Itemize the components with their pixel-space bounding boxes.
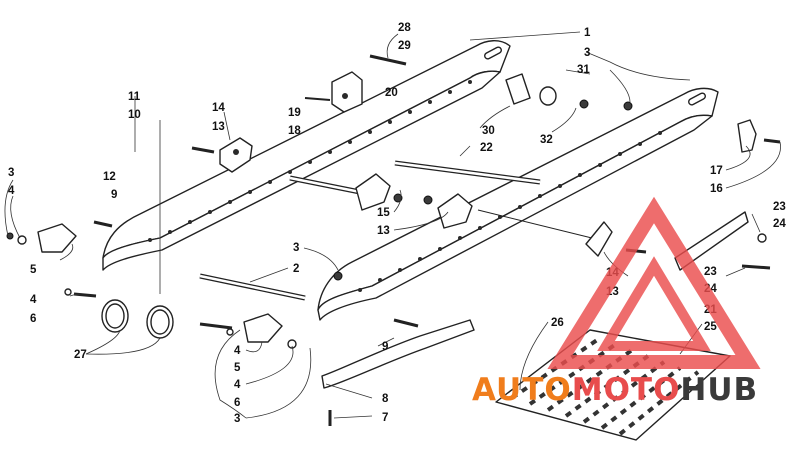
- callout-4d: 4: [234, 379, 241, 391]
- callout-7: 7: [382, 412, 388, 424]
- bracket-rear: [737, 119, 757, 153]
- slide-clip: [674, 211, 749, 271]
- callout-11: 11: [128, 91, 141, 103]
- callout-9: 9: [111, 189, 117, 201]
- callout-4: 4: [8, 185, 15, 197]
- callout-26: 26: [551, 317, 564, 329]
- callout-4c: 4: [234, 345, 241, 357]
- bracket-left-upper: [219, 137, 253, 173]
- callout-23b: 23: [704, 266, 717, 278]
- callout-8: 8: [382, 393, 389, 405]
- callout-27: 27: [74, 349, 87, 361]
- callout-5b: 5: [234, 362, 241, 374]
- callout-12: 12: [103, 171, 116, 183]
- callout-3b: 3: [8, 167, 14, 179]
- callout-3d: 3: [234, 413, 240, 425]
- callout-3: 3: [584, 47, 590, 59]
- bolts: [6, 54, 781, 426]
- callout-19: 19: [288, 107, 301, 119]
- callout-10: 10: [128, 109, 141, 121]
- callout-29: 29: [398, 40, 411, 52]
- watermark-logo: AUTOMOTOHUB: [472, 196, 761, 408]
- limiter-bracket: [585, 221, 613, 257]
- callout-24: 24: [773, 218, 786, 230]
- callout-25: 25: [704, 321, 717, 333]
- leader-lines: [4, 31, 781, 419]
- callout-5: 5: [30, 264, 37, 276]
- wear-blocks-front: [37, 223, 283, 343]
- callout-31: 31: [577, 64, 590, 76]
- callout-13: 13: [212, 121, 225, 133]
- callout-6b: 6: [234, 397, 240, 409]
- callout-30: 30: [482, 125, 495, 137]
- left-rail: [102, 40, 511, 271]
- hi-fax-slide: [321, 319, 475, 389]
- callout-3c: 3: [293, 242, 299, 254]
- watermark-moto: MOTO: [572, 372, 681, 408]
- callout-14: 14: [212, 102, 225, 114]
- callout-13b: 13: [377, 225, 390, 237]
- bracket-mid: [355, 173, 473, 229]
- wear-block-upper: [331, 71, 363, 113]
- cross-shafts: [199, 160, 601, 301]
- svg-text:AUTOMOTOHUB: AUTOMOTOHUB: [472, 372, 758, 408]
- callout-18: 18: [288, 125, 301, 137]
- callout-28: 28: [398, 22, 411, 34]
- callout-15: 15: [377, 207, 390, 219]
- hose-clamps: [101, 299, 174, 339]
- callout-9b: 9: [382, 341, 388, 353]
- callout-2: 2: [293, 263, 299, 275]
- callout-6: 6: [30, 313, 36, 325]
- watermark-auto: AUTO: [472, 372, 572, 408]
- callout-20: 20: [385, 87, 398, 99]
- callout-17: 17: [710, 165, 723, 177]
- callout-4b: 4: [30, 294, 37, 306]
- watermark-hub: HUB: [680, 372, 758, 408]
- callout-16: 16: [710, 183, 723, 195]
- idler-wheels: [505, 73, 557, 106]
- callout-23: 23: [773, 201, 786, 213]
- callout-32: 32: [540, 134, 553, 146]
- callout-22: 22: [480, 142, 493, 154]
- callout-1: 1: [584, 27, 591, 39]
